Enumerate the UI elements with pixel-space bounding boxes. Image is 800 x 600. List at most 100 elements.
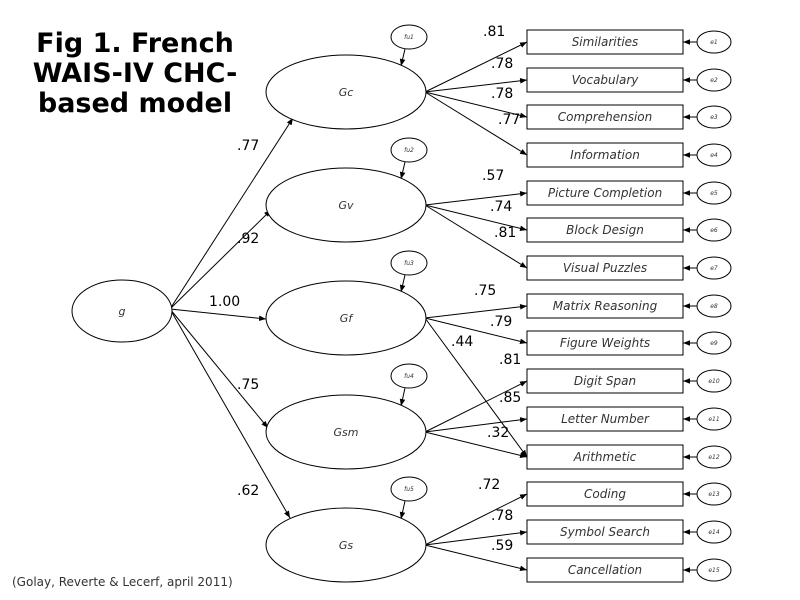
error-node-1 <box>696 68 732 92</box>
edge-g-to-Gsm <box>169 308 269 429</box>
subtest-label-2: Comprehension <box>558 110 652 124</box>
edge-Gc-to-subtest-0 <box>424 41 528 93</box>
error-label-0: e1 <box>710 39 718 46</box>
loading-Gs-subtest-13: .78 <box>491 508 513 524</box>
edge-Gf-to-subtest-11 <box>424 317 528 458</box>
subtest-label-6: Visual Puzzles <box>563 261 647 275</box>
factor-label-Gf: Gf <box>340 312 355 325</box>
disturbance-node-Gv <box>390 137 428 163</box>
edge-g-to-Gf <box>169 308 267 322</box>
error-node-2 <box>696 105 732 129</box>
subtest-label-3: Information <box>570 148 640 162</box>
error-node-7 <box>696 294 732 318</box>
subtest-label-4: Picture Completion <box>548 186 662 200</box>
loading-Gf-subtest-8: .79 <box>490 314 512 330</box>
error-label-11: e12 <box>708 454 720 461</box>
loading-Gs-subtest-12: .72 <box>478 477 500 493</box>
title-line-2: WAIS-IV CHC- <box>33 58 238 89</box>
disturbance-label-Gsm: fu4 <box>404 373 414 380</box>
subtest-box-2 <box>526 104 684 130</box>
loading-Gv-subtest-5: .74 <box>490 199 512 215</box>
subtest-box-4 <box>526 180 684 206</box>
disturbance-label-Gf: fu3 <box>404 260 414 267</box>
factor-label-Gv: Gv <box>338 199 354 212</box>
subtest-box-7 <box>526 293 684 319</box>
subtest-box-12 <box>526 481 684 507</box>
citation: (Golay, Reverte & Lecerf, april 2011) <box>12 575 233 589</box>
loading-g-Gc: .77 <box>237 138 259 154</box>
loading-Gf-subtest-11: .44 <box>451 334 473 350</box>
loading-Gc-subtest-3: .77 <box>498 112 520 128</box>
loading-Gsm-subtest-10: .85 <box>499 390 521 406</box>
title-line-1: Fig 1. French <box>36 28 234 59</box>
subtest-box-11 <box>526 444 684 470</box>
subtest-label-11: Arithmetic <box>573 450 637 464</box>
loading-Gs-subtest-14: .59 <box>491 538 513 554</box>
edge-Gc-to-subtest-1 <box>424 78 528 93</box>
edge-Gv-to-subtest-4 <box>424 191 528 206</box>
subtest-label-7: Matrix Reasoning <box>553 299 658 313</box>
error-label-5: e6 <box>710 227 718 234</box>
edge-Gc-to-subtest-2 <box>424 91 528 119</box>
factor-node-Gsm <box>265 394 427 470</box>
edge-Gs-to-subtest-13 <box>424 530 528 546</box>
edge-Gc-to-subtest-3 <box>424 91 528 156</box>
factor-node-Gs <box>265 507 427 583</box>
factor-node-Gf <box>265 280 427 356</box>
path-edges <box>169 39 697 573</box>
loading-Gv-subtest-4: .57 <box>482 168 504 184</box>
loading-Gc-subtest-1: .78 <box>491 56 513 72</box>
subtest-box-3 <box>526 142 684 168</box>
figure-title: Fig 1. French WAIS-IV CHC- based model <box>33 28 238 119</box>
error-node-3 <box>696 143 732 167</box>
edge-Gv-to-subtest-5 <box>424 204 528 232</box>
edge-disturbance-Gs <box>399 500 406 520</box>
error-node-8 <box>696 331 732 355</box>
edge-Gsm-to-subtest-10 <box>424 417 528 433</box>
loading-g-Gs: .62 <box>237 483 259 499</box>
error-node-14 <box>696 558 732 582</box>
disturbance-node-Gsm <box>390 363 428 389</box>
error-label-7: e8 <box>710 303 718 310</box>
loading-Gc-subtest-2: .78 <box>491 86 513 102</box>
loading-Gc-subtest-0: .81 <box>483 24 505 40</box>
subtest-label-5: Block Design <box>566 223 644 237</box>
factor-node-Gv <box>265 167 427 243</box>
error-label-12: e13 <box>708 491 720 498</box>
edge-disturbance-Gc <box>399 48 406 67</box>
error-label-6: e7 <box>710 265 718 272</box>
error-node-10 <box>696 407 732 431</box>
disturbance-label-Gv: fu2 <box>404 147 414 154</box>
disturbance-label-Gc: fu1 <box>404 34 414 41</box>
loading-Gf-subtest-7: .75 <box>474 283 496 299</box>
path-coefficients: .77.921.00.75.62.81.78.78.77.57.74.81.75… <box>209 24 521 554</box>
error-node-4 <box>696 181 732 205</box>
edge-Gf-to-subtest-7 <box>424 304 528 319</box>
subtest-box-9 <box>526 368 684 394</box>
edge-g-to-Gs <box>169 308 291 519</box>
edge-g-to-Gc <box>169 117 294 310</box>
subtest-box-6 <box>526 255 684 281</box>
error-node-5 <box>696 218 732 242</box>
subtest-label-10: Letter Number <box>561 412 650 426</box>
edge-Gsm-to-subtest-9 <box>424 380 528 433</box>
title-line-3: based model <box>38 88 232 119</box>
subtest-box-10 <box>526 406 684 432</box>
subtest-box-8 <box>526 330 684 356</box>
g-factor-node <box>71 279 173 343</box>
edge-g-to-Gv <box>169 209 272 310</box>
loading-g-Gv: .92 <box>237 231 259 247</box>
error-label-1: e2 <box>710 77 718 84</box>
error-node-11 <box>696 445 732 469</box>
subtest-box-14 <box>526 557 684 583</box>
subtest-box-0 <box>526 29 684 55</box>
error-node-0 <box>696 30 732 54</box>
error-label-8: e9 <box>710 340 718 347</box>
loading-g-Gsm: .75 <box>237 377 259 393</box>
error-label-14: e15 <box>708 567 720 574</box>
edge-disturbance-Gsm <box>399 387 406 407</box>
error-label-9: e10 <box>708 378 720 385</box>
subtest-label-9: Digit Span <box>574 374 636 388</box>
